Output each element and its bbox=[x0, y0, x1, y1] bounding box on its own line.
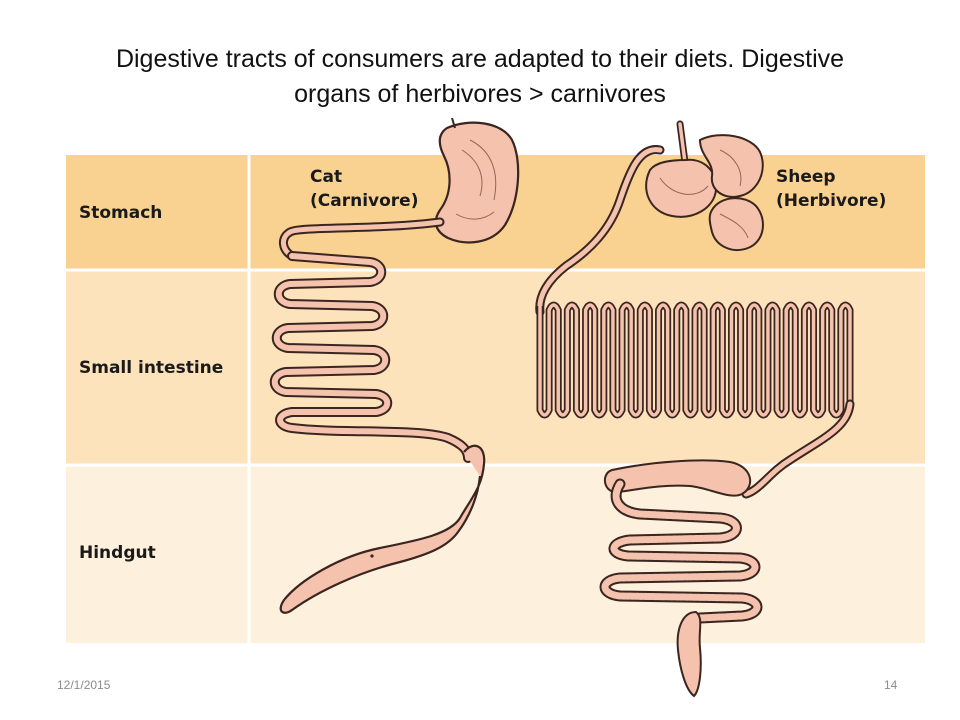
cat-esophagus bbox=[451, 117, 456, 129]
sheep-abomasum bbox=[708, 197, 764, 251]
sheep-small-intestine bbox=[536, 301, 854, 419]
cat-diet-label: (Carnivore) bbox=[310, 191, 418, 211]
table-background bbox=[66, 155, 925, 643]
sheep-spiral-colon-fill bbox=[601, 480, 761, 622]
cat-stomach-texture bbox=[455, 139, 497, 220]
sheep-ileum-fill bbox=[743, 401, 853, 497]
sheep-omasum bbox=[698, 134, 764, 198]
cat-hindgut-dot bbox=[370, 554, 374, 558]
sheep-name-label: Sheep bbox=[776, 167, 836, 187]
row-label-hindgut: Hindgut bbox=[79, 543, 156, 563]
row-small-intestine-band bbox=[66, 270, 925, 465]
cat-name-label: Cat bbox=[310, 167, 342, 187]
row-label-small-intestine: Small intestine bbox=[79, 358, 223, 378]
row-label-stomach: Stomach bbox=[79, 203, 162, 223]
cat-hindgut bbox=[279, 444, 486, 614]
slide-title: Digestive tracts of consumers are adapte… bbox=[20, 42, 940, 112]
sheep-stomach-texture bbox=[659, 149, 749, 239]
slide-date: 12/1/2015 bbox=[57, 678, 111, 692]
sheep-digestive-tract bbox=[535, 120, 855, 698]
cat-stomach bbox=[434, 121, 520, 244]
cat-digestive-tract bbox=[269, 117, 520, 614]
row-hindgut-band bbox=[66, 465, 925, 643]
title-line-2: organs of herbivores > carnivores bbox=[294, 80, 666, 108]
title-line-1: Digestive tracts of consumers are adapte… bbox=[115, 45, 845, 73]
sheep-duodenum-fill bbox=[537, 147, 663, 315]
sheep-diet-label: (Herbivore) bbox=[776, 191, 886, 211]
sheep-small-intestine-fill bbox=[538, 303, 852, 417]
cat-small-intestine-fill bbox=[271, 253, 471, 461]
slide-page-number: 14 bbox=[884, 678, 898, 692]
sheep-rectum bbox=[676, 610, 702, 698]
cat-duodenum-fill bbox=[281, 219, 443, 259]
